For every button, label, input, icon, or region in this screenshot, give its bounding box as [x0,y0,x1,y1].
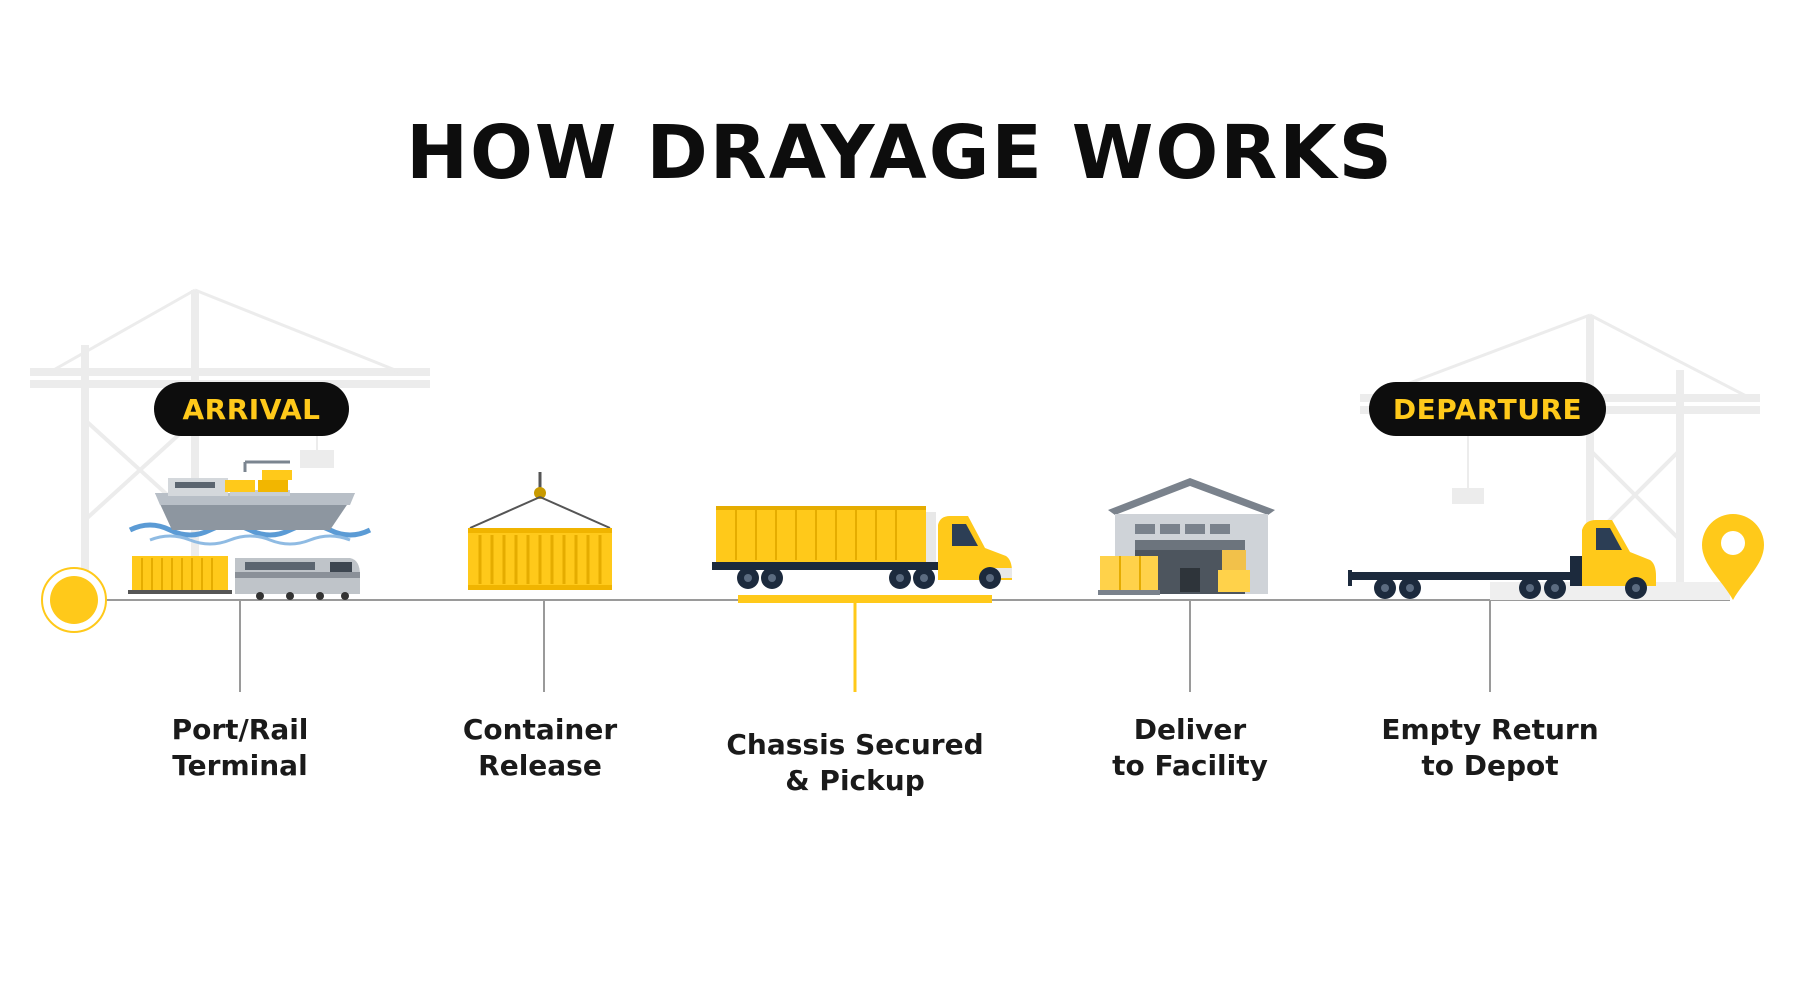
departure-badge-label: DEPARTURE [1392,392,1583,426]
crane-container-icon [468,472,612,590]
step-2-line-2: Release [478,749,602,782]
page-title: HOW DRAYAGE WORKS [406,110,1394,196]
step-1-line-1: Port/Rail [171,713,309,746]
step-3-line-2: & Pickup [785,764,925,797]
step-2-line-1: Container [462,713,618,746]
step-4-line-1: Deliver [1133,713,1247,746]
step-label-1: Port/Rail Terminal [90,712,390,784]
step-label-5: Empty Return to Depot [1340,712,1640,784]
arrival-badge: ARRIVAL [154,382,349,436]
warehouse-icon [1098,478,1275,595]
right-crane-background-icon [1360,313,1760,600]
arrival-badge-label: ARRIVAL [182,392,321,426]
step-3-line-1: Chassis Secured [726,728,984,761]
step-label-4: Deliver to Facility [1040,712,1340,784]
step-4-line-2: to Facility [1112,749,1268,782]
start-marker-icon [41,567,107,633]
departure-badge: DEPARTURE [1369,382,1606,436]
step-5-line-1: Empty Return [1381,713,1599,746]
step-1-line-2: Terminal [172,749,308,782]
ship-and-train-icon [128,460,372,600]
step-label-3: Chassis Secured & Pickup [705,727,1005,799]
location-pin-icon [1702,514,1764,600]
truck-empty-chassis-icon [1348,520,1656,599]
highlight-bar [738,595,992,603]
step-label-2: Container Release [390,712,690,784]
truck-with-container-icon [712,506,1012,589]
step-5-line-2: to Depot [1421,749,1559,782]
